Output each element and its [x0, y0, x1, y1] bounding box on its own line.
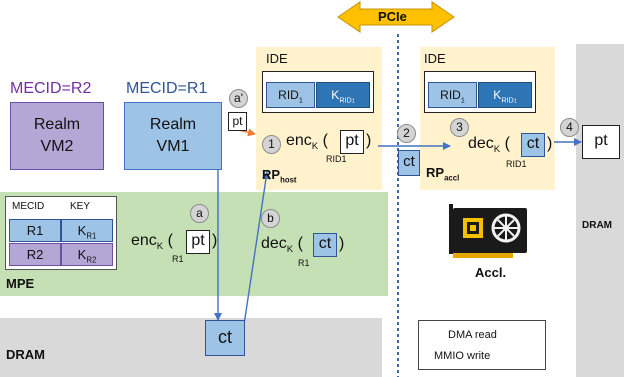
mpe-dec-close: ) — [339, 235, 345, 252]
ide-accl-rid-text: RID — [440, 88, 461, 102]
ide-host-key-text: K — [331, 88, 340, 102]
dec-close-paren: ) — [547, 135, 553, 152]
mpe-dec-fn: decK ( — [261, 235, 303, 256]
mpe-dec-text: dec — [261, 235, 287, 252]
rp-accl-label: RPaccl — [426, 165, 459, 183]
dec-arg-sub: RID1 — [506, 159, 527, 169]
ide-accl-key-text: K — [493, 88, 502, 102]
dram-left-label: DRAM — [6, 347, 45, 362]
ide-host-rid-sub: 1 — [298, 95, 303, 105]
legend-mmio-write: MMIO write — [434, 350, 491, 362]
rp-accl-sub: accl — [444, 173, 460, 183]
realm-vm1-line1: Realm — [149, 116, 197, 133]
pt-mpe-box: pt — [186, 230, 210, 254]
ide-host-label: IDE — [266, 51, 288, 66]
mpe-row-r1-mecid: R1 — [9, 219, 61, 242]
step-b-marker: b — [261, 209, 280, 228]
rp-accl-main: RP — [426, 165, 445, 180]
ct-accl-box: ct — [521, 133, 545, 157]
mpe-label: MPE — [6, 276, 35, 291]
step-a-prime-marker: a' — [229, 89, 248, 108]
ide-host-key-table: RID1 KRID1 — [262, 71, 374, 113]
step-3-marker: 3 — [450, 118, 469, 137]
ct-dram-box: ct — [205, 320, 245, 356]
mpe-header-key: KEY — [70, 201, 91, 212]
dram-left-region — [0, 318, 382, 377]
mecid-r2-label: MECID=R2 — [10, 80, 92, 97]
ide-accl-key-sub: RID — [501, 95, 514, 105]
realm-vm2-box: Realm VM2 — [10, 102, 104, 170]
pt-dram-box: pt — [582, 125, 620, 159]
ct-mpe-box: ct — [313, 233, 337, 257]
ide-accl-key-cell: KRID1 — [478, 82, 532, 108]
mpe-row-r1-key: KR1 — [61, 219, 113, 242]
step-2-marker: 2 — [397, 124, 416, 143]
mpe-dec-sub: K — [286, 244, 294, 256]
legend-dma-read: DMA read — [448, 329, 497, 341]
mecid-r1-label: MECID=R1 — [126, 80, 208, 97]
mpe-enc-text: enc — [131, 232, 157, 249]
ide-host-key-sub2: 1 — [351, 98, 355, 105]
dram-right-region — [576, 44, 624, 377]
rp-accl-dec-fn: decK ( — [468, 135, 510, 156]
dec-sub: K — [493, 144, 501, 156]
realm-vm1-line2: VM1 — [156, 138, 190, 155]
ide-accl-rid-cell: RID1 — [428, 82, 477, 108]
pcie-label: PCIe — [378, 9, 407, 24]
realm-vm2-line2: VM2 — [40, 138, 74, 155]
ide-accl-rid-sub: 1 — [460, 95, 465, 105]
mpe-row-r1-key-sub: R1 — [86, 231, 97, 241]
enc-sub: K — [311, 141, 319, 153]
mpe-enc-sub: K — [156, 241, 164, 253]
rp-host-region — [256, 47, 382, 190]
pt-mmio-box: pt — [228, 112, 247, 131]
pcie-double-arrow — [337, 1, 455, 33]
enc-arg-sub: RID1 — [326, 154, 347, 164]
mpe-row-r2-mecid: R2 — [9, 243, 61, 266]
step-a-marker: a — [190, 204, 209, 223]
ide-host-rid-cell: RID1 — [266, 82, 315, 108]
ide-host-rid-text: RID — [278, 88, 299, 102]
ide-accl-key-table: RID1 KRID1 — [424, 71, 536, 113]
mpe-row-r2-key: KR2 — [61, 243, 113, 266]
mpe-enc-arg-sub: R1 — [172, 254, 184, 264]
enc-close-paren: ) — [366, 132, 372, 149]
mpe-dec-arg-sub: R1 — [298, 258, 310, 268]
step-1-marker: 1 — [262, 135, 281, 154]
step-4-marker: 4 — [560, 118, 579, 137]
rp-host-enc-fn: encK ( — [286, 132, 328, 153]
enc-fn: enc — [286, 132, 312, 149]
dram-right-label: DRAM — [582, 220, 612, 231]
ct-transfer-box: ct — [398, 150, 420, 176]
ide-accl-key-sub2: 1 — [513, 98, 517, 105]
mpe-row-r2-key-text: K — [77, 247, 87, 262]
ide-host-key-cell: KRID1 — [316, 82, 370, 108]
mpe-key-table: MECID KEY R1 KR1 R2 KR2 — [5, 196, 117, 270]
ide-accl-label: IDE — [424, 51, 446, 66]
ide-host-key-sub: RID — [339, 95, 352, 105]
mpe-header-mecid: MECID — [12, 201, 45, 212]
accl-label: Accl. — [475, 265, 507, 280]
legend-box — [418, 320, 546, 370]
mpe-enc-fn: encK ( — [131, 232, 173, 253]
dec-fn: dec — [468, 135, 494, 152]
realm-vm2-line1: Realm — [33, 116, 81, 133]
rp-host-sub: host — [280, 175, 297, 185]
pt-host-box: pt — [340, 130, 364, 154]
ct-to-rp-host-arrow — [241, 171, 270, 339]
rp-host-main: RP — [262, 167, 281, 182]
mpe-row-r1-key-text: K — [77, 223, 87, 238]
realm-vm1-box: Realm VM1 — [124, 102, 222, 170]
rp-accl-region — [420, 47, 555, 190]
rp-host-label: RPhost — [262, 167, 297, 185]
mpe-row-r2-key-sub: R2 — [86, 255, 97, 265]
mpe-enc-close: ) — [212, 232, 218, 249]
